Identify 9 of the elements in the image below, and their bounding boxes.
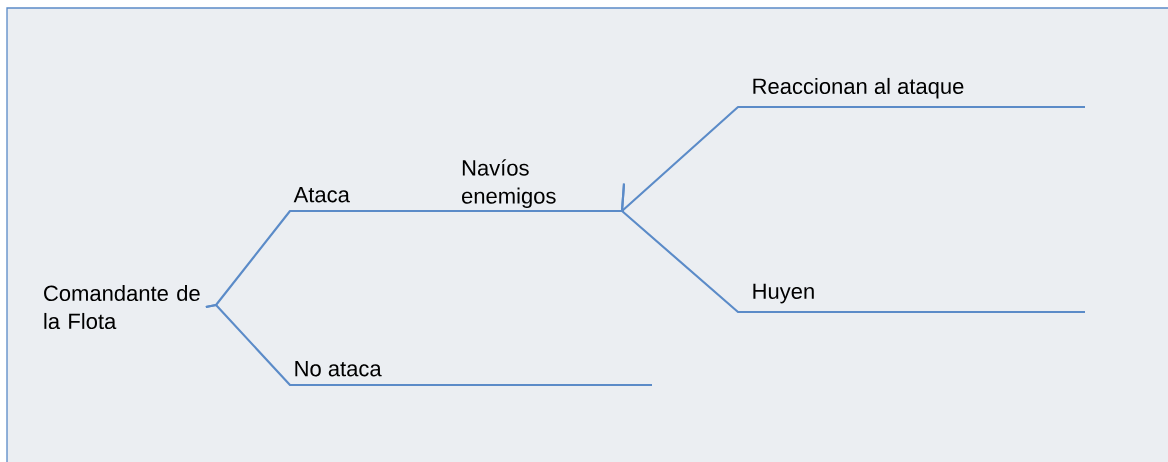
branch-line <box>205 303 652 387</box>
edge-label: Ataca <box>293 187 350 203</box>
node-label: Navíos enemigos <box>462 159 556 209</box>
branch-line <box>620 183 1085 314</box>
edge-label: Huyen <box>753 283 814 304</box>
edge-label: Reaccionan al ataque <box>753 77 964 99</box>
edge-label: No ataca <box>295 361 382 377</box>
node-label: Comandante de la Flota <box>44 284 200 330</box>
branch-line <box>620 105 1085 213</box>
